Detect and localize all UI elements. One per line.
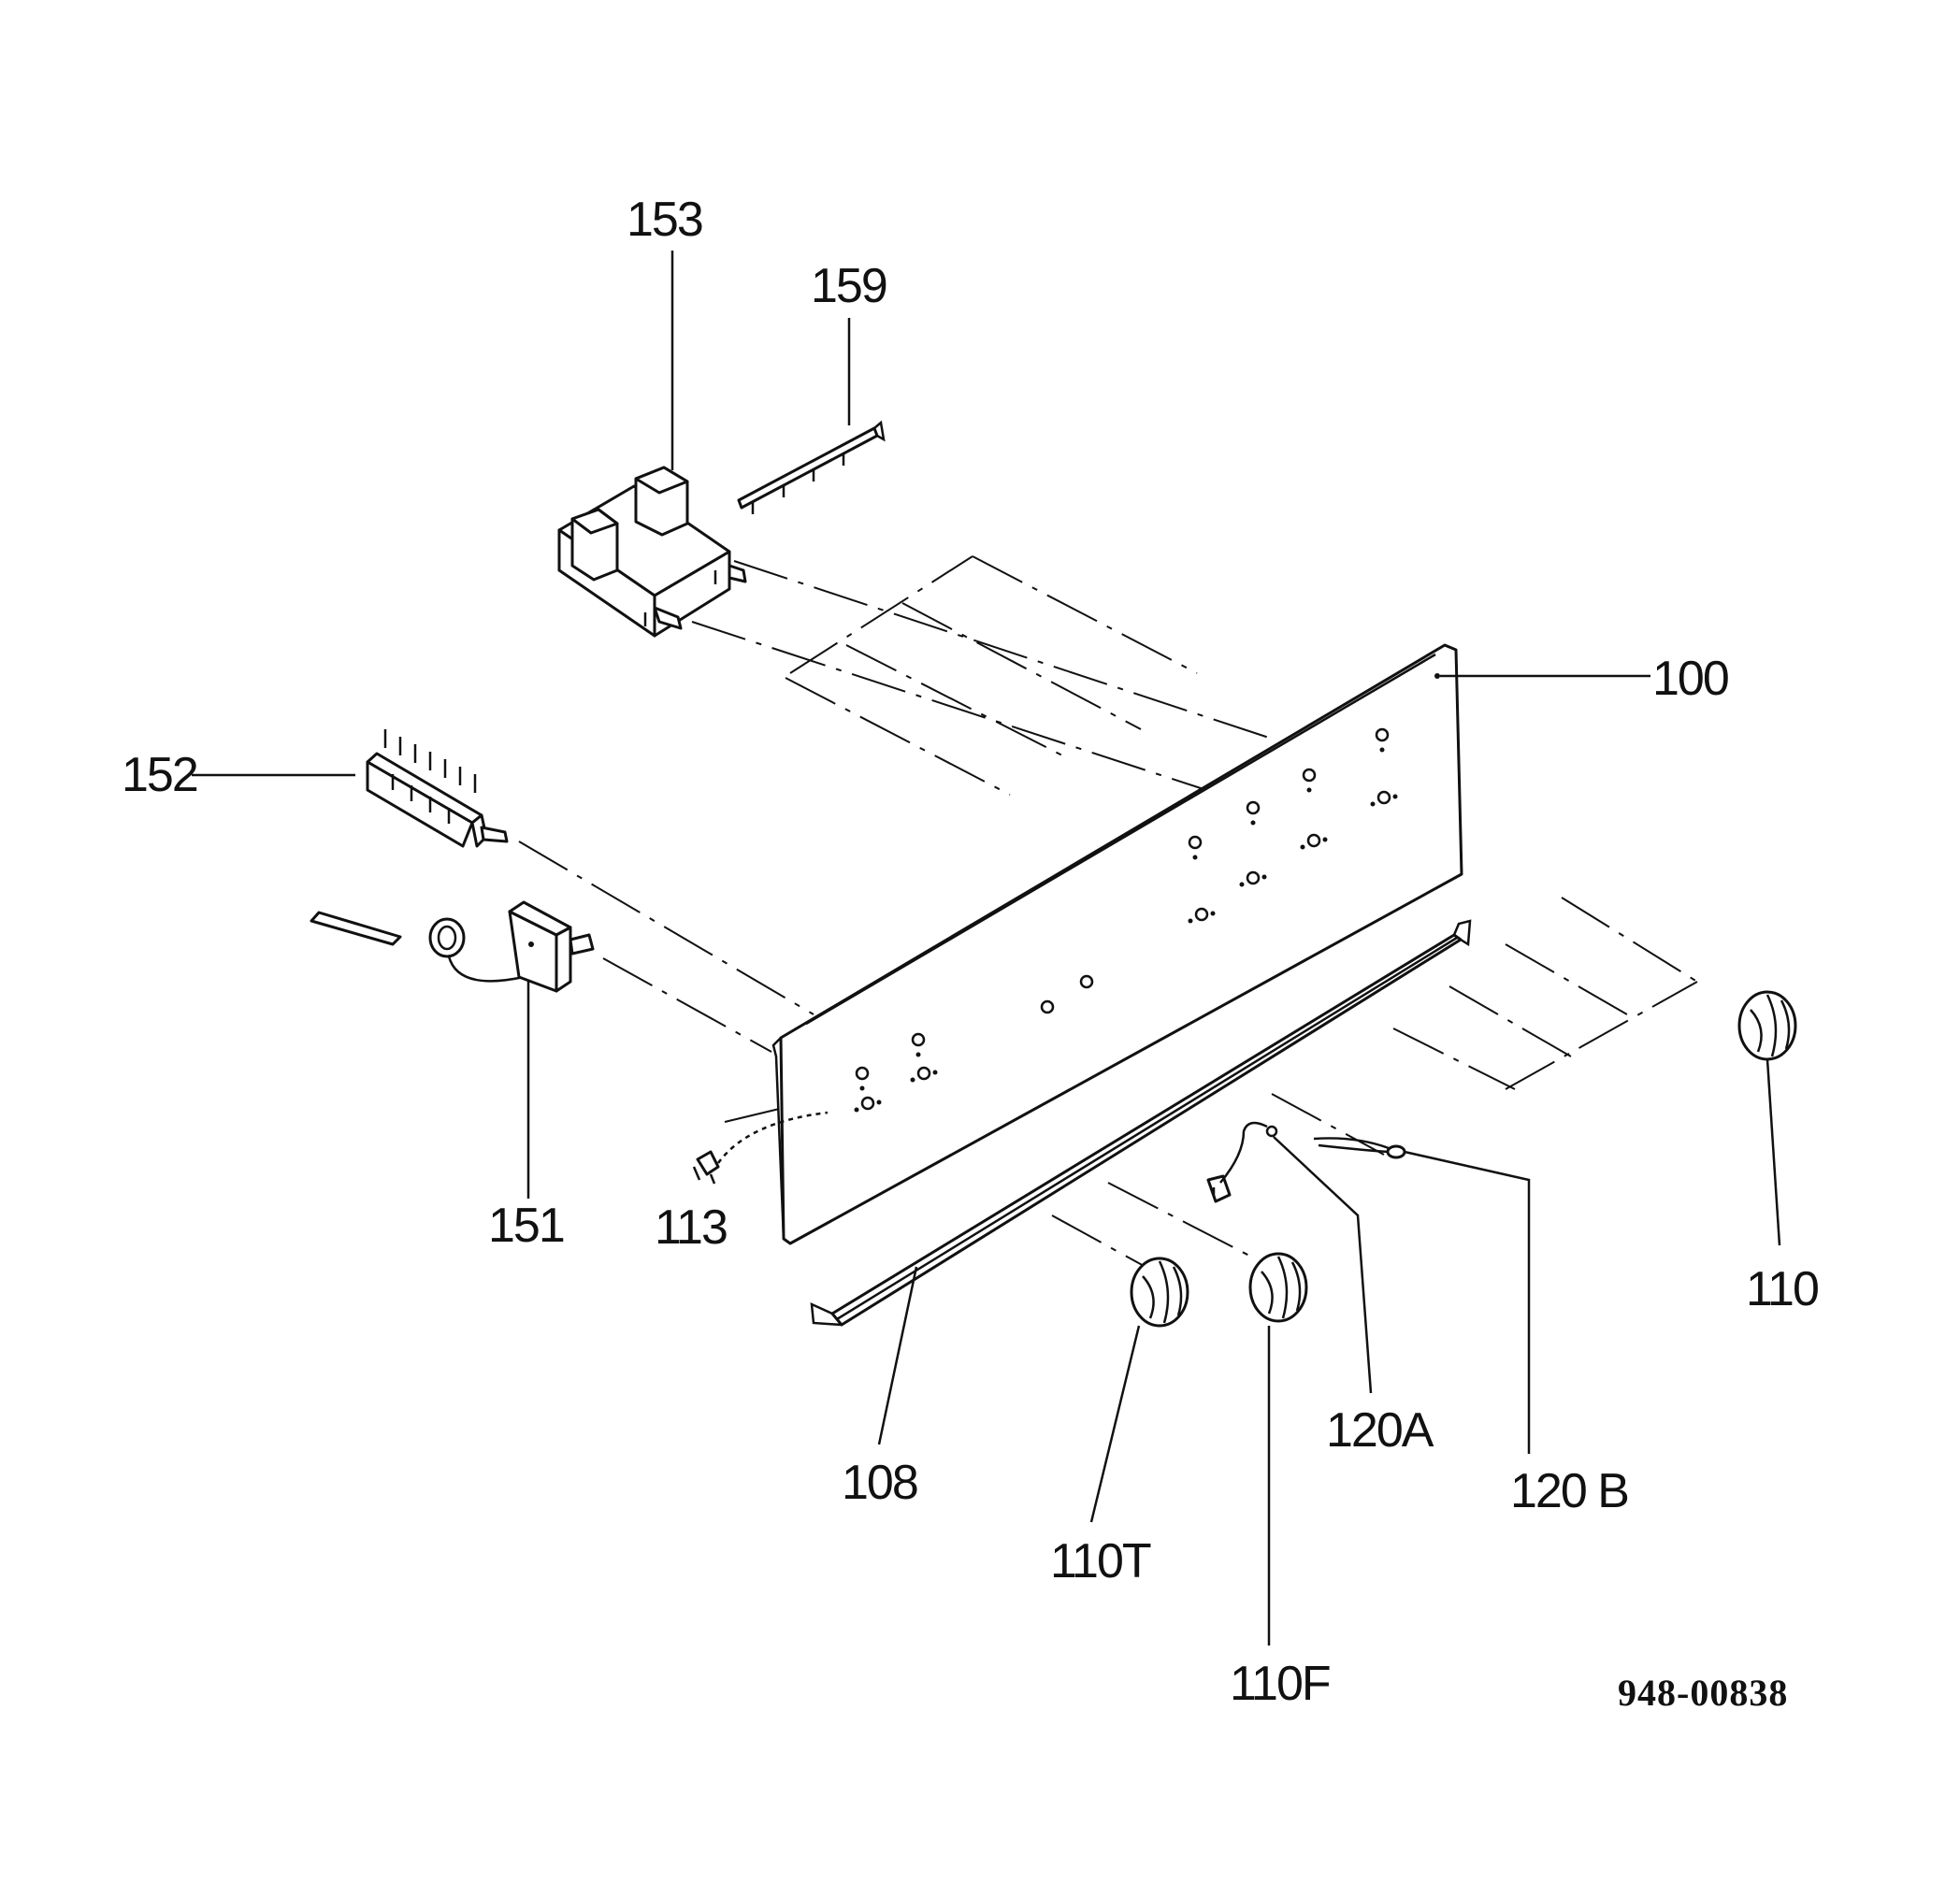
label-110F: 110F xyxy=(1230,1657,1330,1711)
knob-110 xyxy=(1737,990,1797,1061)
knob-110F xyxy=(1248,1252,1308,1323)
thermostat xyxy=(310,900,595,993)
trim-strip xyxy=(810,919,1472,1327)
label-110T: 110T xyxy=(1050,1534,1151,1588)
label-159: 159 xyxy=(811,259,886,313)
leader-lines xyxy=(192,251,1781,1646)
alignment-lines xyxy=(518,555,1698,1268)
label-152: 152 xyxy=(122,748,197,802)
label-120A: 120A xyxy=(1326,1403,1434,1458)
double-switch xyxy=(557,466,747,638)
label-113: 113 xyxy=(655,1200,727,1255)
switch-block xyxy=(366,729,509,848)
label-151: 151 xyxy=(488,1199,564,1253)
document-number: 948-00838 xyxy=(1618,1672,1788,1714)
indicator-lamp xyxy=(692,1111,829,1185)
control-panel xyxy=(771,643,1463,1245)
label-108: 108 xyxy=(842,1456,917,1510)
wire-lead-b xyxy=(1313,1137,1406,1159)
label-100: 100 xyxy=(1652,652,1728,706)
label-120B: 120 B xyxy=(1510,1464,1628,1518)
label-153: 153 xyxy=(627,193,702,247)
callout-labels: 153 159 100 152 151 113 110 120A 108 120… xyxy=(122,193,1820,1714)
knob-110T xyxy=(1130,1257,1189,1328)
label-110: 110 xyxy=(1746,1262,1818,1316)
wire-terminal-a xyxy=(1206,1121,1278,1203)
bracket-rail xyxy=(737,420,886,514)
